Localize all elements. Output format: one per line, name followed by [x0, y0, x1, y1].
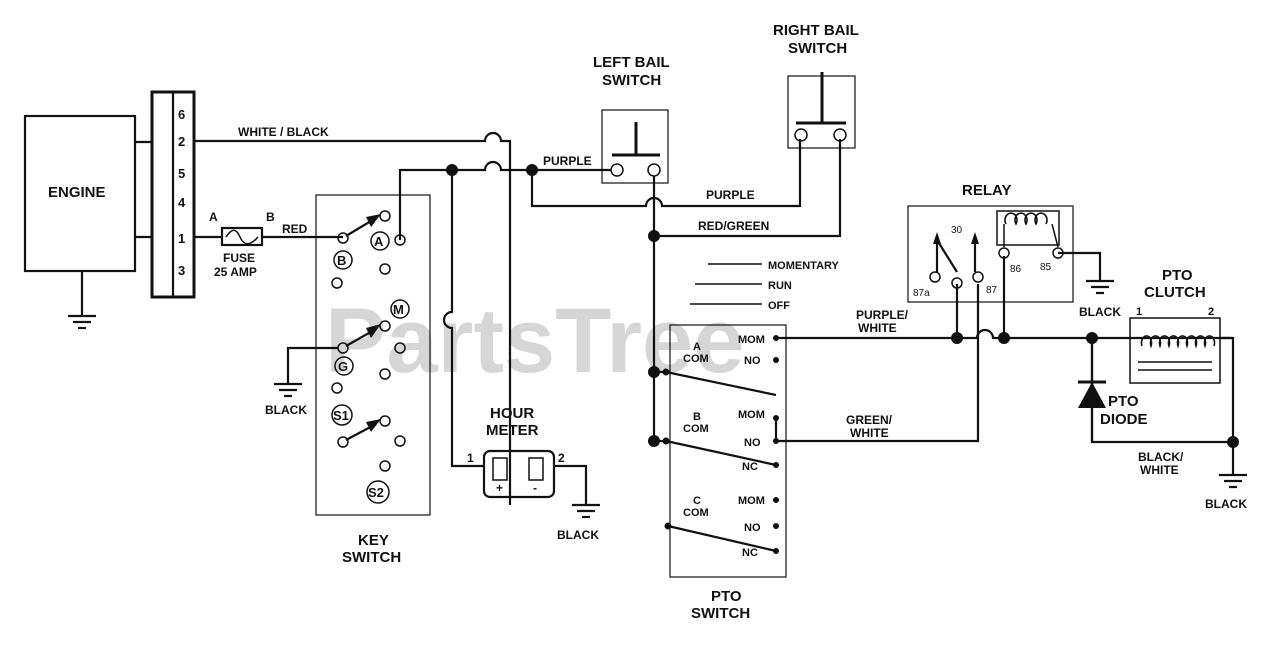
key-terminal-s2: S2 — [368, 485, 384, 500]
pto-pole-c: C — [693, 495, 701, 507]
pto-clutch-title-1: PTO — [1162, 267, 1193, 284]
pto-switch-title-1: PTO — [711, 588, 742, 605]
pto-pole-b-com: COM — [683, 423, 709, 435]
relay-terminal-85: 85 — [1040, 262, 1052, 273]
pto-pole-c-com: COM — [683, 507, 709, 519]
pto-legend-off: OFF — [768, 300, 790, 312]
relay-terminal-87a: 87a — [913, 288, 930, 299]
pto-pole-c-mom: MOM — [738, 495, 765, 507]
hour-meter-minus: - — [533, 481, 537, 495]
hour-meter-pin-2: 2 — [558, 451, 565, 465]
relay-terminal-86: 86 — [1010, 264, 1022, 275]
wire-label-white-black: WHITE / BLACK — [238, 125, 329, 139]
pto-diode-title-2: DIODE — [1100, 411, 1148, 428]
pin-3: 3 — [178, 263, 185, 278]
left-bail-switch: LEFT BAIL SWITCH — [593, 54, 670, 184]
key-terminal-b: B — [337, 253, 346, 268]
key-switch-title-1: KEY — [358, 532, 389, 549]
hour-meter-pin-1: 1 — [467, 451, 474, 465]
fuse-label: FUSE — [223, 251, 255, 265]
engine-label: ENGINE — [48, 184, 106, 201]
pin-4: 4 — [178, 195, 186, 210]
fuse-end-b: B — [266, 210, 275, 224]
pto-pole-b-nc: NC — [742, 461, 758, 473]
pto-clutch: PTO CLUTCH 1 2 — [1129, 267, 1221, 384]
key-terminal-s1: S1 — [333, 408, 349, 423]
fuse-rating: 25 AMP — [214, 265, 257, 279]
right-bail-title-2: SWITCH — [788, 40, 847, 57]
wire-label-red: RED — [282, 222, 308, 236]
pto-legend-momentary: MOMENTARY — [768, 260, 840, 272]
wire-label-purple-white-1: PURPLE/ — [856, 308, 909, 322]
wire-label-green-white-2: WHITE — [850, 426, 889, 440]
ground-label-relay: BLACK — [1079, 305, 1121, 319]
left-bail-title-1: LEFT BAIL — [593, 54, 670, 71]
pto-pole-b: B — [693, 411, 701, 423]
ground-label-clutch: BLACK — [1205, 497, 1247, 511]
wire-label-black-white-1: BLACK/ — [1138, 450, 1184, 464]
key-terminal-m: M — [393, 302, 404, 317]
relay-terminal-30: 30 — [951, 225, 963, 236]
hour-meter-plus: + — [496, 481, 503, 495]
key-switch-title-2: SWITCH — [342, 549, 401, 566]
relay-title: RELAY — [962, 182, 1011, 199]
pto-pole-b-mom: MOM — [738, 409, 765, 421]
pin-2: 2 — [178, 134, 185, 149]
pto-pole-a-com: COM — [683, 353, 709, 365]
pto-pole-a: A — [693, 341, 701, 353]
wire-label-purple-2: PURPLE — [706, 188, 755, 202]
hour-meter: HOUR METER + - 1 2 BLACK — [467, 405, 600, 542]
engine: ENGINE — [23, 114, 152, 330]
ground-label-hour-meter: BLACK — [557, 528, 599, 542]
pin-6: 6 — [178, 107, 185, 122]
pto-clutch-pin-2: 2 — [1208, 306, 1214, 318]
pto-pole-a-no: NO — [744, 355, 761, 367]
key-switch: A B M G S1 S2 BLACK KEY SWITCH — [265, 194, 431, 566]
hour-meter-title-1: HOUR — [490, 405, 534, 422]
key-terminal-a: A — [374, 234, 384, 249]
pto-switch: MOMENTARY RUN OFF A COM MOM NO B COM MOM… — [654, 260, 840, 622]
right-bail-switch: RIGHT BAIL SWITCH — [773, 22, 859, 149]
wires: WHITE / BLACK RED PURPLE PURPLE RED/GREE… — [194, 125, 1235, 505]
ground-label-key: BLACK — [265, 403, 307, 417]
junction-dots — [446, 164, 1239, 448]
wire-label-purple-1: PURPLE — [543, 154, 592, 168]
relay: RELAY 86 85 30 87a 87 BLACK — [907, 182, 1121, 319]
hour-meter-title-2: METER — [486, 422, 539, 439]
pto-clutch-pin-1: 1 — [1136, 306, 1142, 318]
wire-label-black-white-2: WHITE — [1140, 463, 1179, 477]
watermark: PartsTree — [325, 290, 744, 392]
pto-pole-b-no: NO — [744, 437, 761, 449]
fuse-end-a: A — [209, 210, 218, 224]
relay-terminal-87: 87 — [986, 285, 998, 296]
fuse: A B FUSE 25 AMP — [209, 210, 275, 279]
clutch-ground: BLACK — [1205, 473, 1247, 511]
pin-5: 5 — [178, 166, 185, 181]
pto-pole-a-mom: MOM — [738, 334, 765, 346]
pto-pole-c-no: NO — [744, 522, 761, 534]
key-terminal-g: G — [338, 359, 348, 374]
pto-diode-title-1: PTO — [1108, 393, 1139, 410]
pto-diode: PTO DIODE — [1078, 338, 1148, 442]
pto-switch-title-2: SWITCH — [691, 605, 750, 622]
pin-1: 1 — [178, 231, 185, 246]
wire-label-purple-white-2: WHITE — [858, 321, 897, 335]
engine-connector: 6 2 5 4 1 3 — [150, 90, 196, 299]
left-bail-title-2: SWITCH — [602, 72, 661, 89]
wire-label-red-green: RED/GREEN — [698, 219, 769, 233]
pto-legend-run: RUN — [768, 280, 792, 292]
pto-clutch-title-2: CLUTCH — [1144, 284, 1206, 301]
pto-pole-c-nc: NC — [742, 547, 758, 559]
right-bail-title-1: RIGHT BAIL — [773, 22, 859, 39]
wire-label-green-white-1: GREEN/ — [846, 413, 893, 427]
